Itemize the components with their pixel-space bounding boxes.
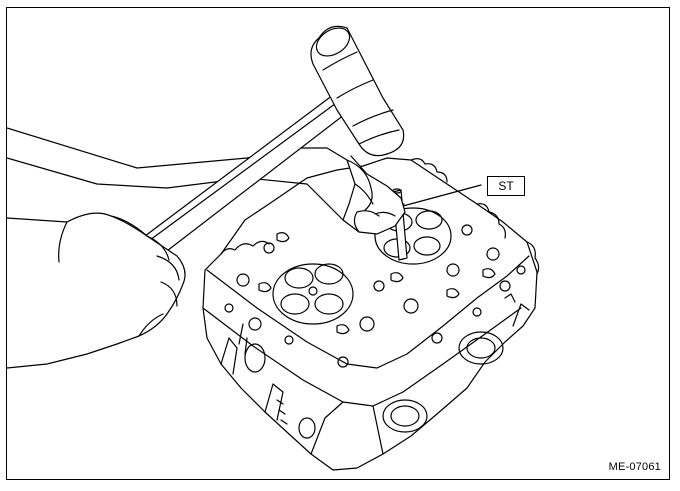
cylinder-head — [202, 157, 540, 471]
hand-left — [7, 212, 186, 369]
service-illustration — [7, 25, 540, 471]
figure-code: ME-07061 — [608, 461, 661, 473]
callout-leader — [402, 184, 482, 207]
mallet — [144, 25, 405, 255]
figure-frame: ST ME-07061 — [6, 7, 670, 480]
callout-label-st: ST — [487, 176, 525, 196]
